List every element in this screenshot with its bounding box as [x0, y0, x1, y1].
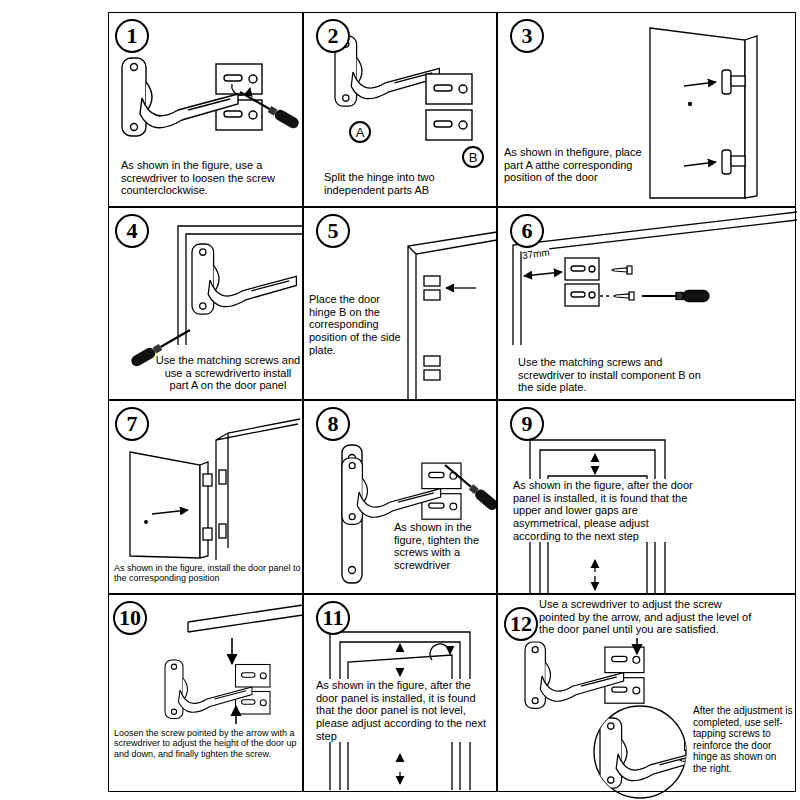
step-number-circle: 5 [316, 214, 350, 248]
callout-number: 8 [328, 413, 339, 435]
step-instruction: Split the hinge into two independent par… [324, 171, 460, 196]
door-drawing [650, 28, 757, 198]
step-panel: As shown in the figure, tighten the scre… [303, 400, 497, 594]
callout-number: 5 [328, 220, 339, 242]
cabinet-side-drawing [408, 232, 497, 400]
step-instruction: Use the matching screws and screwdriver … [518, 356, 708, 394]
step-number-circle: 4 [115, 214, 149, 248]
callout-number: 3 [522, 25, 533, 47]
callout-number: 11 [323, 607, 344, 629]
door-panel-install-drawing [129, 226, 303, 368]
door-mount-drawing [130, 419, 300, 560]
height-adjust-drawing [165, 605, 303, 724]
step-number-circle: 2 [316, 19, 350, 53]
step-instruction: As shown in the figure, after the door p… [316, 679, 488, 742]
callout-number: 2 [328, 25, 339, 47]
step-instruction: As shown in the figure, use a screwdrive… [121, 159, 299, 197]
dimension-label: 37mm [521, 247, 550, 261]
step-instruction: As shown in the figure, after the door p… [513, 479, 693, 542]
step-panel: As shown in thefigure, place part A atth… [497, 12, 796, 207]
callout-number: 1 [127, 25, 138, 47]
step-instruction: As shown in the figure, tighten the scre… [394, 521, 494, 572]
step-number-circle: 3 [510, 19, 544, 53]
callout-number: 9 [522, 413, 533, 435]
step-number-circle: 11 [316, 601, 350, 635]
step-number-circle: B [462, 146, 484, 168]
callout-number: B [469, 151, 478, 164]
step-panel: As shown in the figure, install the door… [108, 400, 303, 594]
step-panel: Use the matching screws and use a screwd… [108, 207, 303, 400]
callout-number: 4 [127, 220, 138, 242]
step-number-circle: 10 [113, 601, 147, 635]
step-panel: Loosen the screw pointed by the arrow wi… [108, 594, 303, 792]
callout-number: 6 [522, 220, 533, 242]
step-instruction: Use a screwdriver to adjust the screw po… [539, 598, 754, 636]
callout-number: A [356, 126, 365, 139]
step-number-circle: A [349, 121, 371, 143]
callout-number: 7 [127, 413, 138, 435]
hinge-loosen-drawing [122, 58, 301, 136]
step-number-circle: 1 [115, 19, 149, 53]
step-instruction: Place the door hinge B on the correspond… [309, 293, 403, 356]
step-panel: Place the door hinge B on the correspond… [303, 207, 497, 400]
step-number-circle: 12 [504, 607, 538, 641]
step-number-circle: 7 [115, 407, 149, 441]
step-instruction: Use the matching screws and use a screwd… [155, 354, 301, 392]
step-instruction: As shown in the figure, install the door… [114, 563, 302, 584]
step-number-circle: 9 [510, 407, 544, 441]
step-panel: Split the hinge into two independent par… [303, 12, 497, 207]
step-panel: Use a screwdriver to adjust the screw po… [497, 594, 796, 792]
step-instruction: After the adjustment is completed, use s… [693, 705, 793, 774]
step-panel: As shown in the figure, after the door p… [303, 594, 497, 792]
hinge-tighten-drawing [342, 445, 500, 583]
step-instruction: Loosen the screw pointed by the arrow wi… [114, 728, 302, 759]
step-instruction: As shown in thefigure, place part A atth… [504, 146, 644, 184]
callout-number: 12 [510, 613, 532, 635]
step-number-circle: 6 [510, 214, 544, 248]
step-panel: As shown in the figure, use a screwdrive… [108, 12, 303, 207]
step-number-circle: 8 [316, 407, 350, 441]
step-panel: Use the matching screws and screwdriver … [497, 207, 796, 400]
step-panel: As shown in the figure, after the door p… [497, 400, 796, 594]
callout-number: 10 [119, 607, 141, 629]
side-plate-drawing [513, 212, 797, 345]
